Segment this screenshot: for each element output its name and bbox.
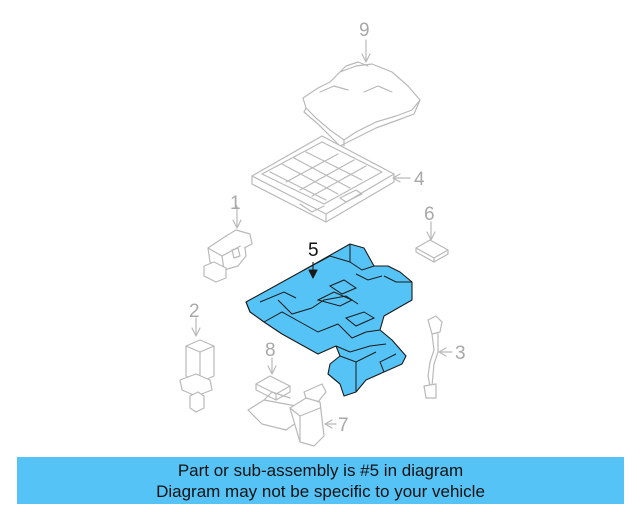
part-4-module bbox=[251, 135, 395, 223]
callout-5: 5 bbox=[308, 240, 319, 261]
part-6-chip bbox=[415, 239, 449, 263]
callout-2: 2 bbox=[189, 301, 200, 322]
banner-line-1: Part or sub-assembly is #5 in diagram bbox=[177, 461, 464, 480]
callout-6: 6 bbox=[424, 204, 435, 225]
part-9-cover bbox=[302, 61, 421, 147]
banner-line-2: Diagram may not be specific to your vehi… bbox=[156, 482, 485, 501]
part-2-sensor bbox=[179, 339, 215, 413]
info-banner: Part or sub-assembly is #5 in diagram Di… bbox=[17, 457, 624, 504]
callout-8: 8 bbox=[265, 340, 276, 361]
callout-7: 7 bbox=[338, 415, 349, 436]
callout-3: 3 bbox=[455, 343, 466, 364]
part-8-module bbox=[255, 375, 291, 401]
callout-4: 4 bbox=[414, 169, 425, 190]
part-3-cable-sensor bbox=[423, 315, 443, 399]
part-7-bracket bbox=[247, 383, 327, 447]
parts-diagram: 9 4 1 6 bbox=[179, 20, 466, 447]
callout-1: 1 bbox=[230, 193, 241, 214]
callout-9: 9 bbox=[359, 20, 370, 41]
part-1-sensor bbox=[203, 229, 253, 283]
part-5-bracket bbox=[245, 243, 413, 397]
